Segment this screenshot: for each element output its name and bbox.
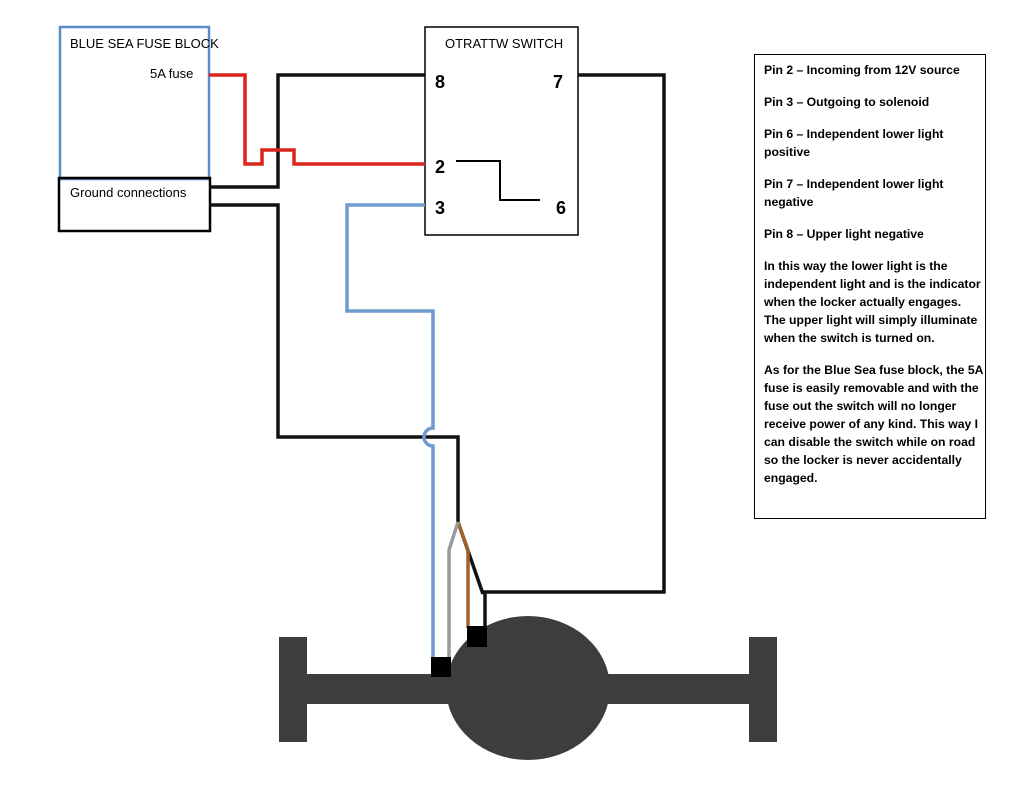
switch-internal-link <box>456 160 540 201</box>
fuse-label: 5A fuse <box>150 66 194 81</box>
notes-line: The upper light will simply illuminate <box>764 313 978 327</box>
notes-paragraph-gap <box>764 161 985 175</box>
notes-paragraph-gap <box>764 347 985 361</box>
fuse-block-title: BLUE SEA FUSE BLOCK <box>70 36 219 51</box>
notes-line: positive <box>764 145 811 159</box>
notes-line: Pin 8 – Upper light negative <box>764 227 924 241</box>
notes-line: can disable the switch while on road <box>764 435 976 449</box>
notes-line: negative <box>764 195 814 209</box>
notes-line: so the locker is never accidentally <box>764 453 962 467</box>
wire-ground-to-pin8 <box>209 73 425 189</box>
pin-3-label: 3 <box>435 198 446 218</box>
wire-pin7-to-axle <box>483 73 666 628</box>
notes-line: Pin 6 – Independent lower light <box>764 127 944 141</box>
wire-gray <box>447 521 460 660</box>
switch-title: OTRATTW SWITCH <box>445 36 564 51</box>
notes-line: fuse out the switch will no longer <box>764 399 957 413</box>
solenoid-connector <box>431 657 451 677</box>
notes-line: As for the Blue Sea fuse block, the 5A <box>764 363 984 377</box>
differential-housing <box>446 616 610 760</box>
wire-fuse-to-pin2 <box>209 73 425 166</box>
notes-line: when the locker actually engages. <box>764 295 962 309</box>
notes-line: fuse is easily removable and with the <box>764 381 979 395</box>
wire-brown <box>456 521 470 628</box>
switch-box <box>424 26 579 236</box>
notes-paragraph-gap <box>764 111 985 125</box>
pin-6-label: 6 <box>556 198 567 218</box>
notes-line: engaged. <box>764 471 818 485</box>
pin-8-label: 8 <box>435 72 446 92</box>
light-connector <box>467 626 487 647</box>
notes-line: when the switch is turned on. <box>764 331 935 345</box>
notes-line: receive power of any kind. This way I <box>764 417 979 431</box>
notes-line: Pin 7 – Independent lower light <box>764 177 944 191</box>
notes-paragraph-gap <box>764 79 985 93</box>
notes-line: Pin 2 – Incoming from 12V source <box>764 63 960 77</box>
ground-connections-label: Ground connections <box>70 185 187 200</box>
notes-line: Pin 3 – Outgoing to solenoid <box>764 95 930 109</box>
notes-paragraph-gap <box>764 211 985 225</box>
notes-line: In this way the lower light is the <box>764 259 948 273</box>
pin-2-label: 2 <box>435 157 446 177</box>
notes-line: independent light and is the indicator <box>764 277 981 291</box>
notes-paragraph-gap <box>764 243 985 257</box>
wire-pin3-to-solenoid <box>345 203 435 660</box>
axle-assembly <box>279 616 777 760</box>
pin-7-label: 7 <box>553 72 564 92</box>
